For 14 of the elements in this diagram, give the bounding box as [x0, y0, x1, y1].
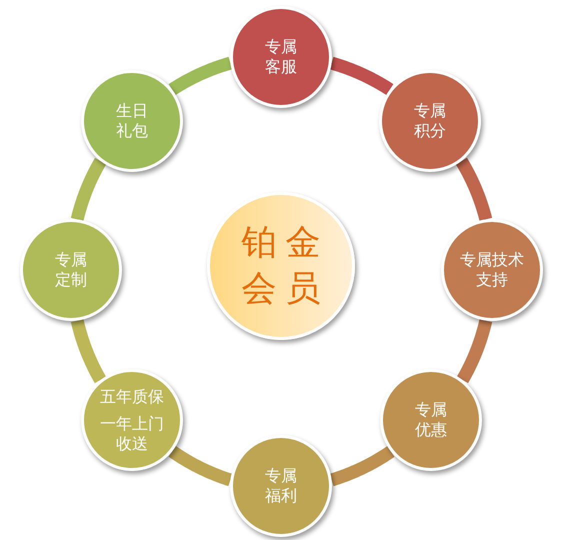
- benefit-label: 五年质保: [99, 386, 165, 406]
- benefit-label: 一年上门收送: [99, 414, 165, 454]
- connector-arc: [70, 316, 106, 384]
- benefit-label: 专属积分: [413, 101, 447, 141]
- benefit-label: 专属定制: [54, 250, 88, 290]
- benefit-label: 专属技术支持: [459, 250, 525, 290]
- benefit-label: 专属客服: [264, 37, 298, 77]
- benefit-label: 专属福利: [264, 466, 298, 506]
- connector-arc: [456, 316, 492, 384]
- center-label: 铂金会员: [240, 222, 330, 311]
- benefit-label: 专属优惠: [414, 400, 448, 440]
- benefit-label: 生日礼包: [115, 101, 149, 141]
- benefit-circle: [379, 70, 481, 172]
- benefit-circle: [380, 369, 482, 471]
